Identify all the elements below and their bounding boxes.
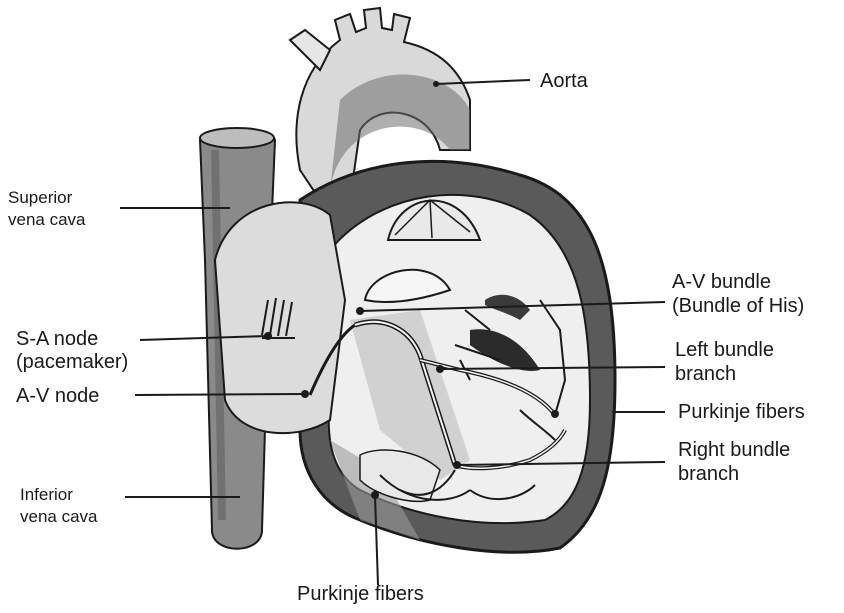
sa-node-label: S-A node (pacemaker) bbox=[16, 328, 128, 373]
purkinje-right-dot bbox=[551, 410, 559, 418]
av-bundle-label: A-V bundle (Bundle of His) bbox=[672, 271, 804, 317]
left-bundle-branch-label: Left bundle branch bbox=[675, 339, 780, 385]
purkinje-fibers-right-label: Purkinje fibers bbox=[678, 401, 805, 423]
inferior-vena-cava-label: Inferior vena cava bbox=[20, 485, 98, 526]
purkinje-fibers-bottom-label: Purkinje fibers bbox=[297, 583, 424, 605]
aorta-label: Aorta bbox=[540, 70, 589, 92]
superior-vena-cava-label: Superior vena cava bbox=[8, 188, 86, 229]
heart-body bbox=[215, 161, 615, 552]
right-bundle-branch-label: Right bundle branch bbox=[678, 439, 796, 485]
av-node-label: A-V node bbox=[16, 385, 99, 407]
